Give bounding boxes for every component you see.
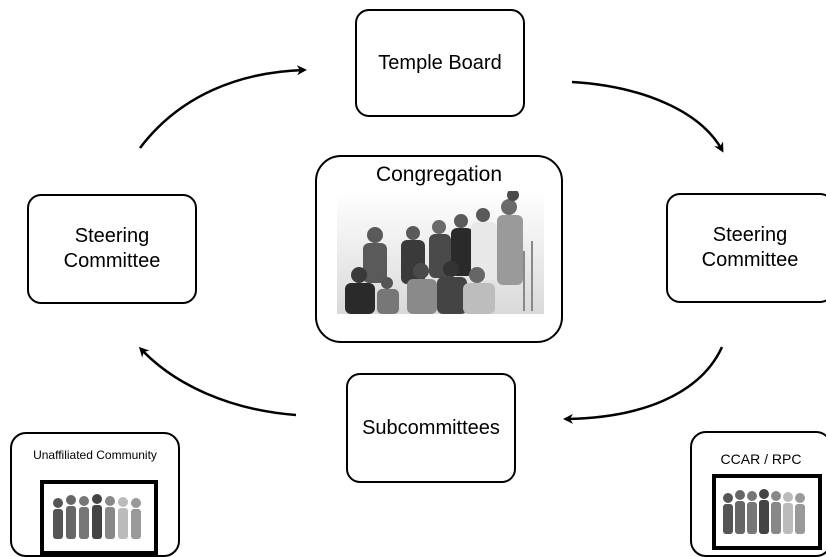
arrow-left-to-top [139, 65, 307, 149]
arrow-bottom-to-left [138, 346, 297, 417]
congregation-box: Congregation [315, 155, 563, 343]
arrow-right-to-bottom [563, 346, 724, 424]
temple-board-label: Temple Board [378, 51, 502, 74]
cycle-arrows [138, 65, 724, 424]
steering-committee-right-box: Steering Committee [666, 193, 826, 303]
unaffiliated-community-box: Unaffiliated Community [10, 432, 180, 557]
group-photo-icon [337, 191, 544, 314]
people-group-icon [723, 489, 805, 534]
congregation-label: Congregation [375, 163, 503, 186]
unaffiliated-people-frame [40, 480, 158, 555]
steering-committee-right-label: Steering Committee [701, 224, 799, 271]
arrow-top-to-right [571, 80, 724, 153]
ccar-rpc-box: CCAR / RPC [690, 431, 826, 557]
people-group-icon [53, 494, 141, 539]
ccar-people-frame [712, 474, 822, 550]
subcommittees-box: Subcommittees [346, 373, 516, 483]
ccar-rpc-label: CCAR / RPC [720, 451, 802, 467]
unaffiliated-community-label: Unaffiliated Community [33, 448, 157, 462]
steering-committee-left-label: Steering Committee [63, 225, 161, 272]
temple-board-box: Temple Board [355, 9, 525, 117]
steering-committee-left-box: Steering Committee [27, 194, 197, 304]
subcommittees-label: Subcommittees [362, 416, 500, 439]
